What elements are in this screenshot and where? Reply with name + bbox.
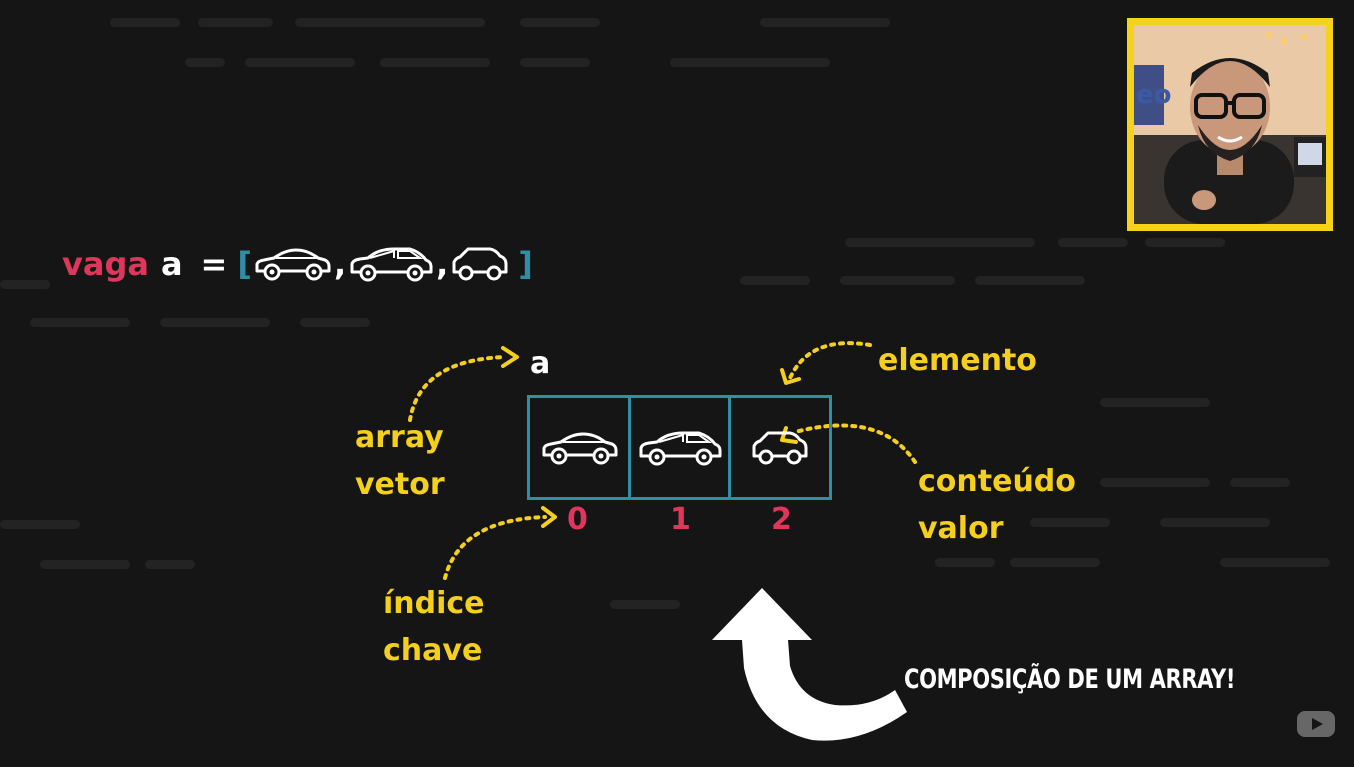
- compact-car-icon: [752, 431, 808, 464]
- array-vetor-label: array vetor: [355, 414, 445, 508]
- svg-text:eo: eo: [1136, 80, 1172, 110]
- variable-name: a: [160, 245, 183, 283]
- index-0: 0: [567, 502, 588, 537]
- array-name-label: a: [530, 346, 551, 381]
- indice-chave-label: índice chave: [383, 580, 485, 674]
- label-array: array: [355, 420, 444, 455]
- open-bracket: [: [237, 245, 252, 283]
- array-declaration: vaga a = [ , , ]: [62, 236, 533, 292]
- assign-operator: =: [200, 245, 228, 283]
- index-1: 1: [670, 502, 691, 537]
- label-valor: valor: [918, 511, 1004, 546]
- type-keyword: vaga: [62, 245, 149, 283]
- index-2: 2: [771, 502, 792, 537]
- conteudo-pointer-arrow: [793, 423, 917, 464]
- compact-car-icon: [452, 247, 508, 281]
- array-cell-1: [627, 398, 729, 497]
- separator-comma: ,: [333, 245, 347, 283]
- youtube-icon: [1297, 711, 1335, 737]
- conteudo-valor-label: conteúdo valor: [918, 458, 1076, 552]
- label-vetor: vetor: [355, 467, 445, 502]
- label-indice: índice: [383, 586, 485, 621]
- sedan-car-icon: [255, 248, 331, 281]
- label-elemento: elemento: [878, 343, 1037, 378]
- label-conteudo: conteúdo: [918, 464, 1076, 499]
- hatchback-car-icon: [639, 431, 721, 465]
- caption-title: COMPOSIÇÃO DE UM ARRAY!: [904, 664, 1236, 695]
- hatchback-car-icon: [350, 247, 433, 282]
- elemento-pointer-arrow: [788, 341, 872, 380]
- separator-comma: ,: [436, 245, 449, 283]
- array-pointer-arrow: [408, 355, 507, 422]
- label-chave: chave: [383, 633, 483, 668]
- close-bracket: ]: [518, 245, 533, 283]
- sedan-car-icon: [542, 432, 618, 464]
- webcam-frame: eo: [1127, 18, 1333, 231]
- curved-arrow-icon: [712, 588, 907, 741]
- indice-pointer-arrow: [443, 515, 547, 580]
- array-cell-2: [728, 398, 829, 497]
- array-cell-0: [530, 398, 628, 497]
- presenter-image: eo: [1134, 25, 1326, 224]
- array-diagram: [527, 395, 832, 500]
